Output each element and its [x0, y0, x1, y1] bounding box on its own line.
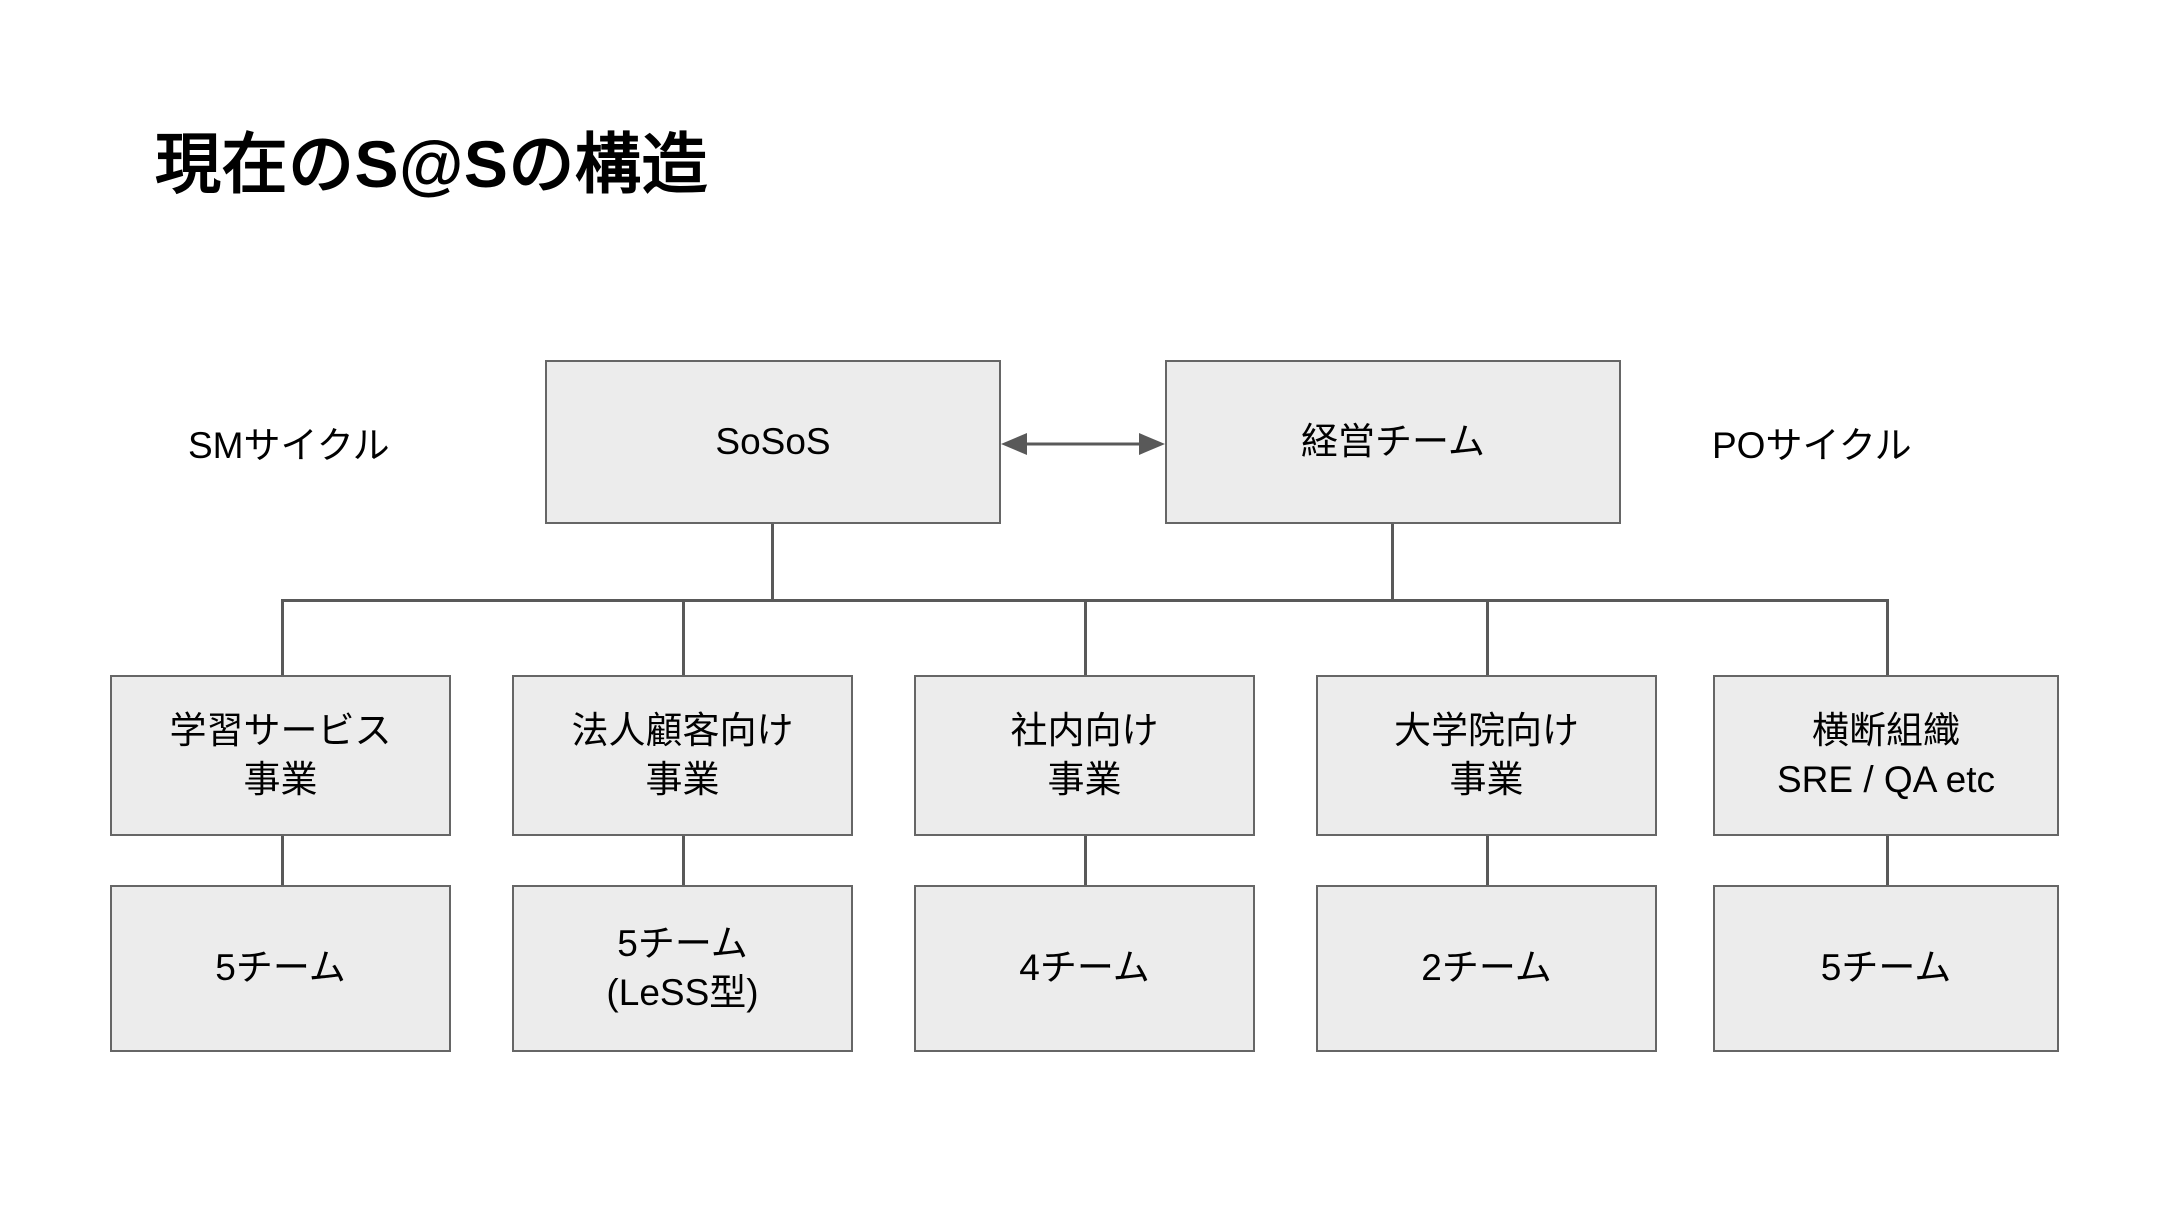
sm-cycle-label: SMサイクル	[188, 425, 390, 466]
connector-bus-to-unit-2	[1084, 599, 1087, 677]
node-business-unit-3[interactable]: 大学院向け 事業	[1316, 675, 1657, 836]
node-business-unit-0[interactable]: 学習サービス 事業	[110, 675, 451, 836]
node-team-count-1[interactable]: 5チーム (LeSS型)	[512, 885, 853, 1052]
node-team-count-0[interactable]: 5チーム	[110, 885, 451, 1052]
connector-management-down	[1391, 524, 1394, 602]
node-team-count-3[interactable]: 2チーム	[1316, 885, 1657, 1052]
connector-unit-0-to-teams	[281, 836, 284, 887]
connector-bus-to-unit-0	[281, 599, 284, 677]
node-management-team[interactable]: 経営チーム	[1165, 360, 1621, 524]
connector-bus-to-unit-4	[1886, 599, 1889, 677]
connector-bus-to-unit-3	[1486, 599, 1489, 677]
node-team-count-2[interactable]: 4チーム	[914, 885, 1255, 1052]
connector-unit-2-to-teams	[1084, 836, 1087, 887]
node-sosos[interactable]: SoSoS	[545, 360, 1001, 524]
connector-bus-to-unit-1	[682, 599, 685, 677]
node-business-unit-2[interactable]: 社内向け 事業	[914, 675, 1255, 836]
node-business-unit-4[interactable]: 横断組織 SRE / QA etc	[1713, 675, 2059, 836]
connector-unit-4-to-teams	[1886, 836, 1889, 887]
connector-sosos-down	[771, 524, 774, 602]
node-team-count-4[interactable]: 5チーム	[1713, 885, 2059, 1052]
node-business-unit-1[interactable]: 法人顧客向け 事業	[512, 675, 853, 836]
connector-unit-1-to-teams	[682, 836, 685, 887]
double-headed-arrow-icon	[1001, 433, 1165, 455]
page-title: 現在のS@Sの構造	[155, 127, 708, 201]
connector-unit-3-to-teams	[1486, 836, 1489, 887]
po-cycle-label: POサイクル	[1712, 425, 1912, 466]
